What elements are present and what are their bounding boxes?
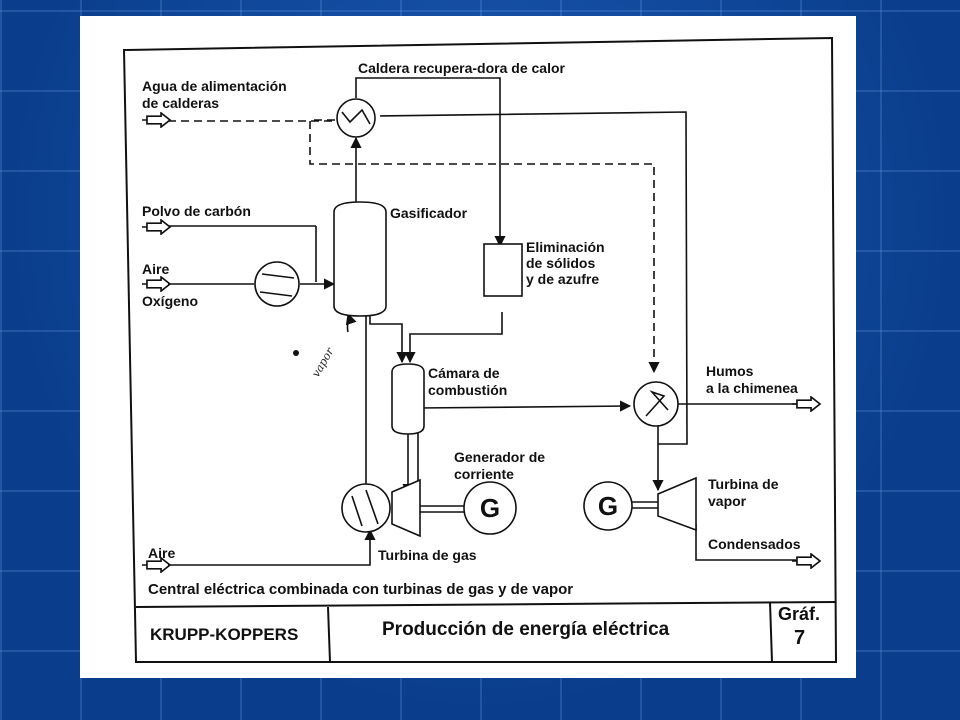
footer-title: Producción de energía eléctrica bbox=[382, 619, 670, 640]
label-camara-1: Cámara de bbox=[428, 365, 500, 381]
diagram-slide: G G vapor Caldera recupera-dora de calor… bbox=[80, 16, 856, 678]
label-camara-2: combustión bbox=[428, 382, 507, 398]
steam-turbine bbox=[630, 476, 697, 532]
gas-generator: G bbox=[463, 481, 517, 535]
steam-generator: G bbox=[583, 481, 633, 531]
vapor-arrow bbox=[345, 312, 357, 333]
diagram-caption: Central eléctrica combinada con turbinas… bbox=[148, 581, 573, 598]
label-agua-2: de calderas bbox=[142, 95, 219, 111]
label-gen-1: Generador de bbox=[454, 449, 545, 465]
footer-graf-number: 7 bbox=[794, 627, 805, 649]
label-turb-vapor-1: Turbina de bbox=[708, 476, 779, 492]
air-compressor bbox=[341, 483, 391, 533]
label-agua-1: Agua de alimentación bbox=[142, 78, 287, 94]
footer-divider bbox=[135, 601, 837, 608]
label-gasificador: Gasificador bbox=[390, 205, 468, 221]
process-diagram: G G vapor Caldera recupera-dora de calor… bbox=[122, 36, 838, 663]
footer-graf-label: Gráf. bbox=[778, 604, 820, 624]
caldera-steam-line bbox=[379, 111, 688, 445]
gasifier-to-chamber bbox=[369, 316, 408, 364]
label-elim-3: y de azufre bbox=[526, 271, 599, 287]
label-elim-1: Eliminación bbox=[526, 239, 605, 255]
cleanup-unit bbox=[483, 243, 523, 297]
label-caldera: Caldera recupera-dora de calor bbox=[358, 60, 566, 76]
label-humos-2: a la chimenea bbox=[706, 380, 798, 396]
label-gen-2: corriente bbox=[454, 466, 514, 482]
label-humos-1: Humos bbox=[706, 363, 754, 379]
label-turbina-gas: Turbina de gas bbox=[378, 547, 477, 563]
vapor-handwritten: vapor bbox=[309, 345, 336, 380]
gasifier-vessel bbox=[333, 201, 387, 317]
combustion-chamber bbox=[391, 363, 425, 435]
gas-turbine bbox=[391, 478, 464, 538]
gas-generator-symbol: G bbox=[480, 493, 500, 523]
footer-sep-2 bbox=[769, 601, 773, 663]
label-elim-2: de sólidos bbox=[526, 255, 595, 271]
heat-recovery-boiler bbox=[336, 98, 376, 138]
label-aire-in: Aire bbox=[142, 261, 169, 277]
steam-dashed-loop bbox=[309, 119, 660, 374]
label-aire-gas: Aire bbox=[148, 545, 175, 561]
outer-frame bbox=[122, 36, 838, 663]
caldera-to-cleanup bbox=[355, 77, 506, 248]
steam-generator-symbol: G bbox=[598, 491, 618, 521]
label-oxigeno: Oxígeno bbox=[142, 293, 198, 309]
gas-air-line bbox=[168, 528, 376, 566]
oxygen-compressor bbox=[254, 261, 300, 307]
ink-dot bbox=[293, 350, 299, 356]
footer-sep-1 bbox=[327, 606, 331, 663]
condensate-line bbox=[695, 524, 796, 561]
heat-exchanger bbox=[633, 381, 679, 427]
label-condensados: Condensados bbox=[708, 536, 801, 552]
label-turb-vapor-2: vapor bbox=[708, 493, 747, 509]
footer-company: KRUPP-KOPPERS bbox=[150, 625, 298, 644]
cleanup-to-chamber bbox=[404, 312, 503, 364]
label-polvo: Polvo de carbón bbox=[142, 203, 251, 219]
